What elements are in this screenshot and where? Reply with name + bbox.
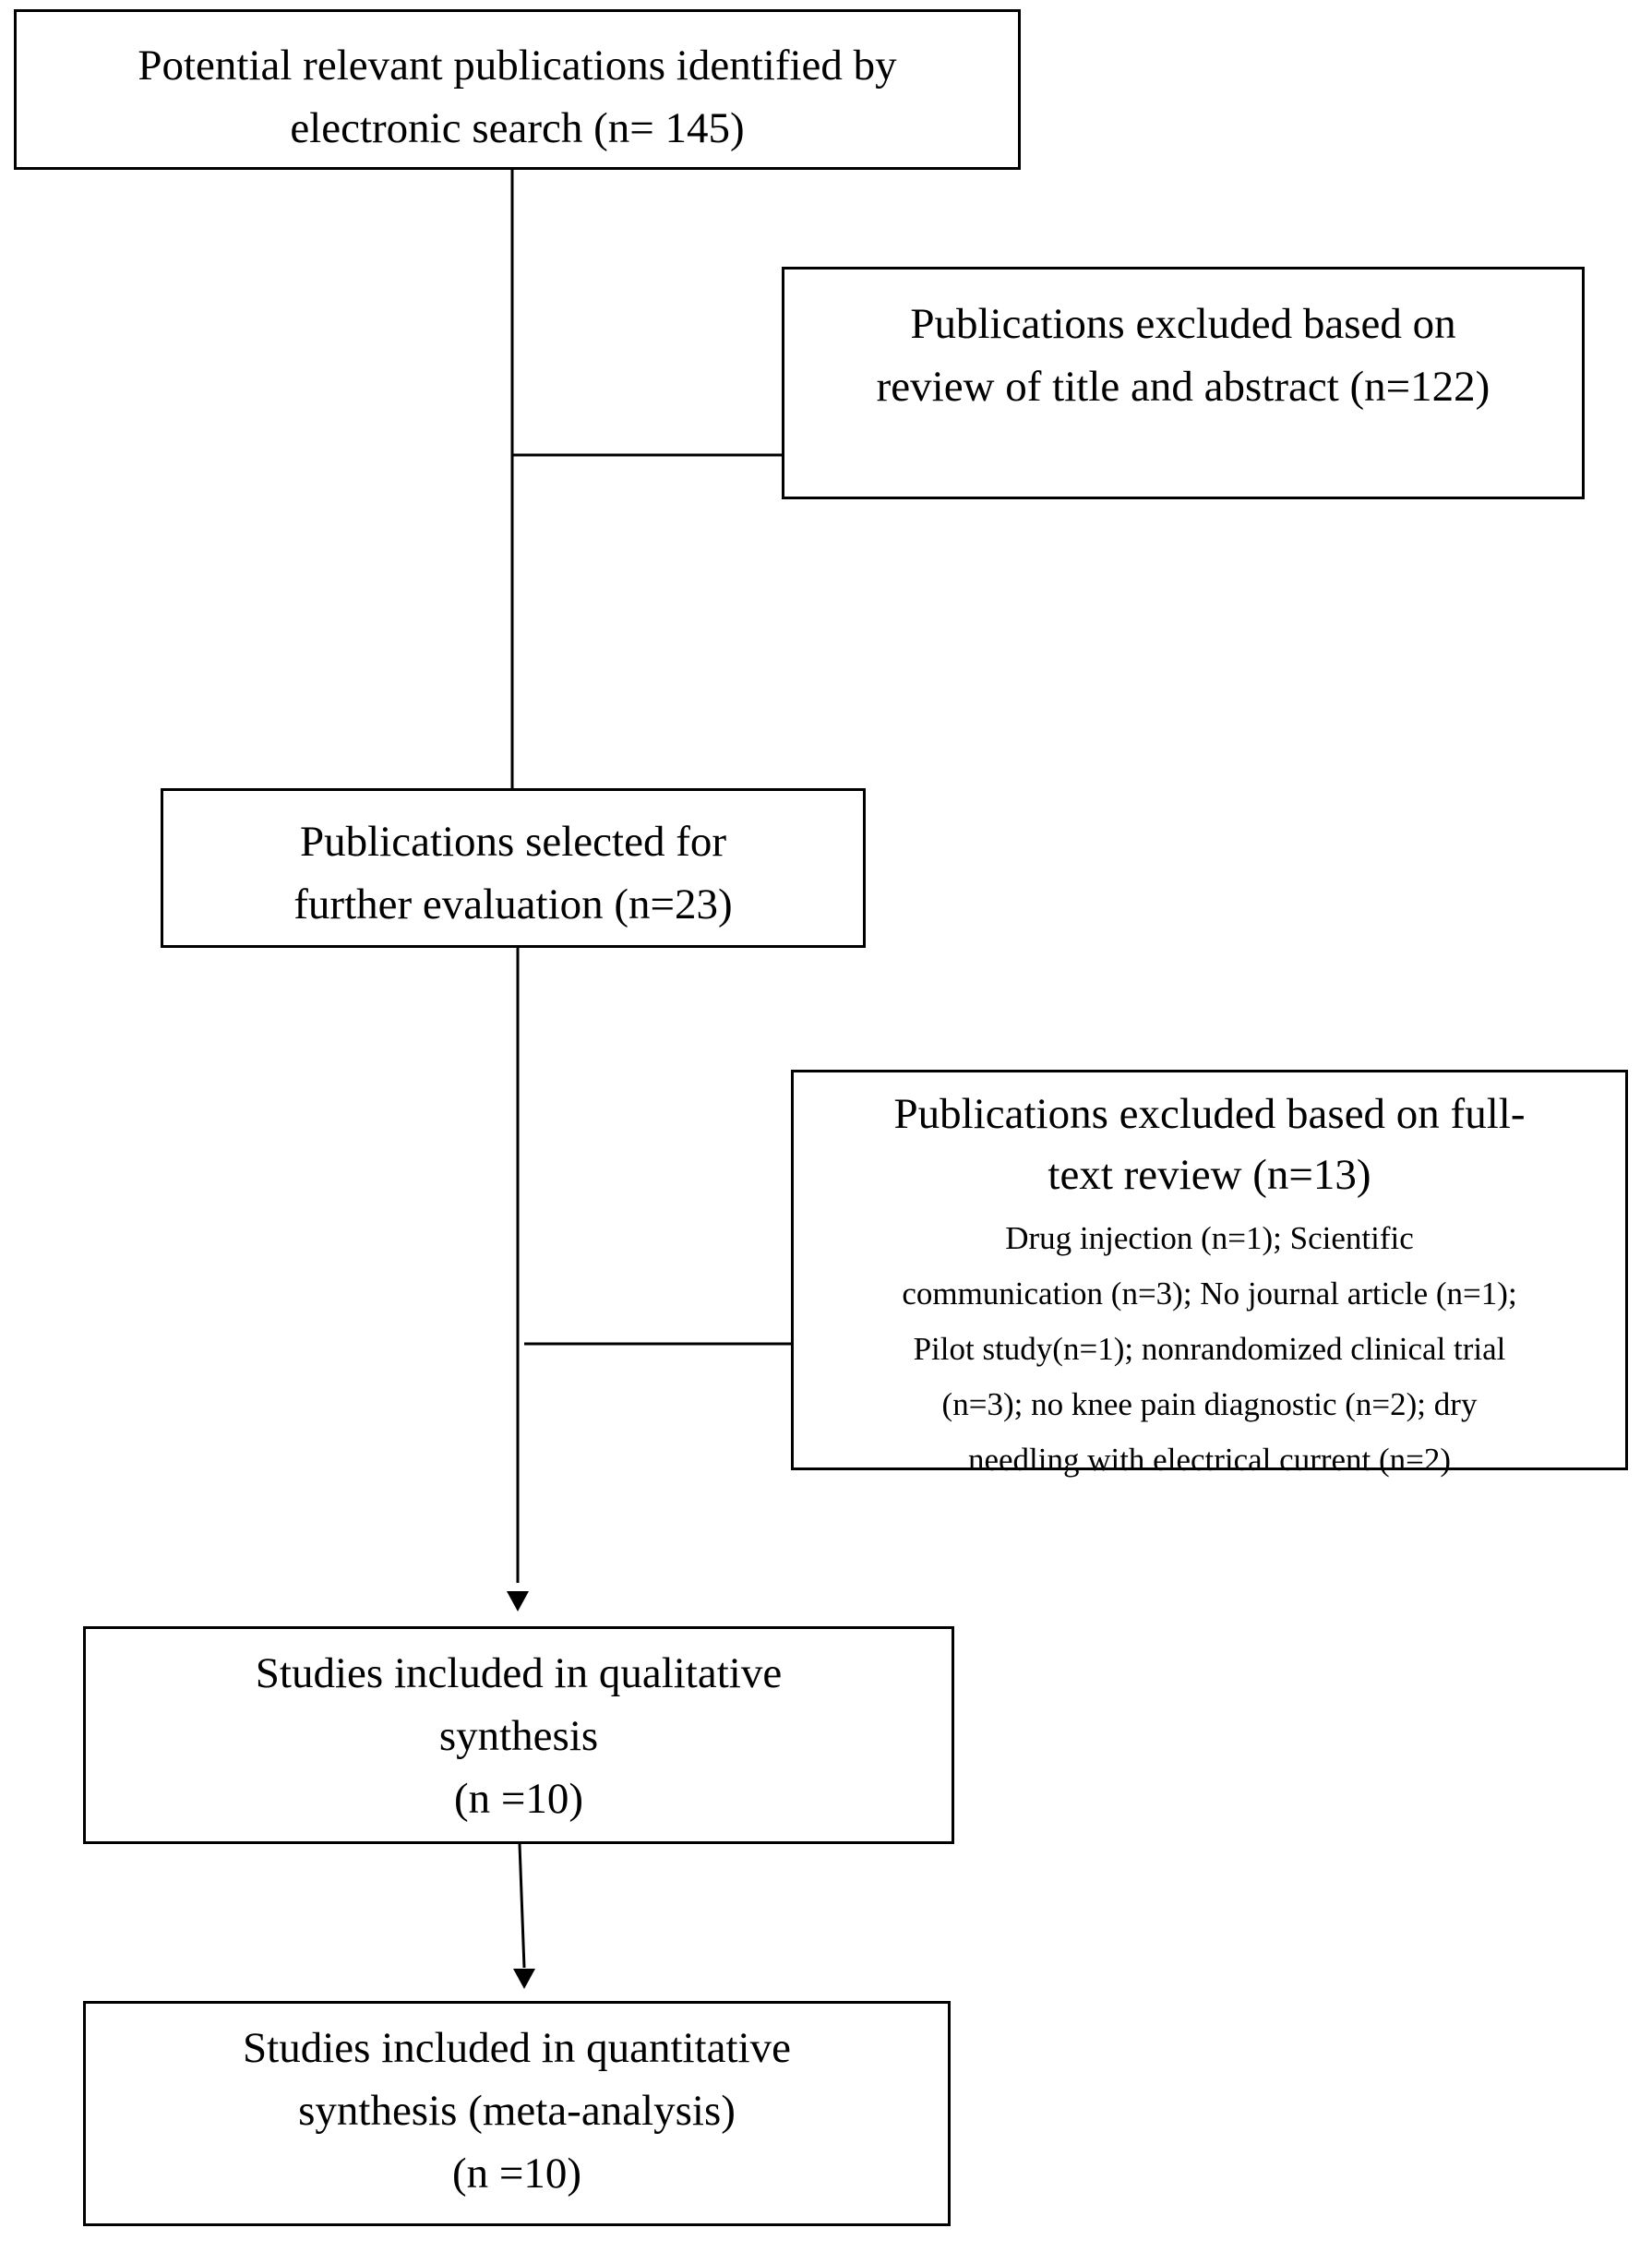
box-text-line: (n =10) — [451, 2150, 582, 2198]
arrow-to-qualitative — [507, 1591, 529, 1611]
quantitative-synthesis-box: Studies included in quantitative synthes… — [83, 2001, 951, 2226]
box-text-line: Studies included in qualitative — [255, 1649, 783, 1697]
exclusion-reasons: Drug injection (n=1); Scientific communi… — [794, 1216, 1625, 1482]
box-text-line: synthesis (meta-analysis) — [298, 2087, 736, 2135]
box-text-line: text review (n=13) — [1047, 1151, 1371, 1199]
exclusion-reason-line: (n=3); no knee pain diagnostic (n=2); dr… — [941, 1386, 1478, 1422]
box-text-line: Publications excluded based on — [910, 300, 1456, 348]
box-text-line: electronic search (n= 145) — [290, 104, 745, 152]
selected-publications-box: Publications selected for further evalua… — [161, 788, 866, 948]
box-text-line: Potential relevant publications identifi… — [138, 42, 897, 90]
identified-publications-box: Potential relevant publications identifi… — [14, 9, 1021, 170]
box-text-line: synthesis — [438, 1712, 599, 1760]
box-text-line: review of title and abstract (n=122) — [876, 363, 1490, 411]
box-text-line: Publications selected for — [299, 818, 727, 866]
excluded-title-abstract-box: Publications excluded based on review of… — [782, 267, 1585, 499]
qualitative-synthesis-box: Studies included in qualitative synthesi… — [83, 1626, 954, 1844]
box-text-line: Studies included in quantitative — [243, 2024, 791, 2072]
exclusion-reason-line: communication (n=3); No journal article … — [902, 1276, 1517, 1312]
arrow-to-quantitative — [513, 1969, 535, 1989]
connector-qualitative-down — [518, 1843, 526, 1969]
box-text-line: (n =10) — [453, 1775, 584, 1823]
exclusion-reason-line: Drug injection (n=1); Scientific — [1005, 1220, 1414, 1256]
exclusion-reason-line: Pilot study(n=1); nonrandomized clinical… — [913, 1331, 1506, 1367]
excluded-full-text-box: Publications excluded based on full- tex… — [791, 1070, 1628, 1478]
box-text-line: further evaluation (n=23) — [293, 880, 733, 928]
box-text-line: Publications excluded based on full- — [893, 1090, 1526, 1138]
exclusion-reason-line: needling with electrical current (n=2) — [967, 1442, 1452, 1478]
